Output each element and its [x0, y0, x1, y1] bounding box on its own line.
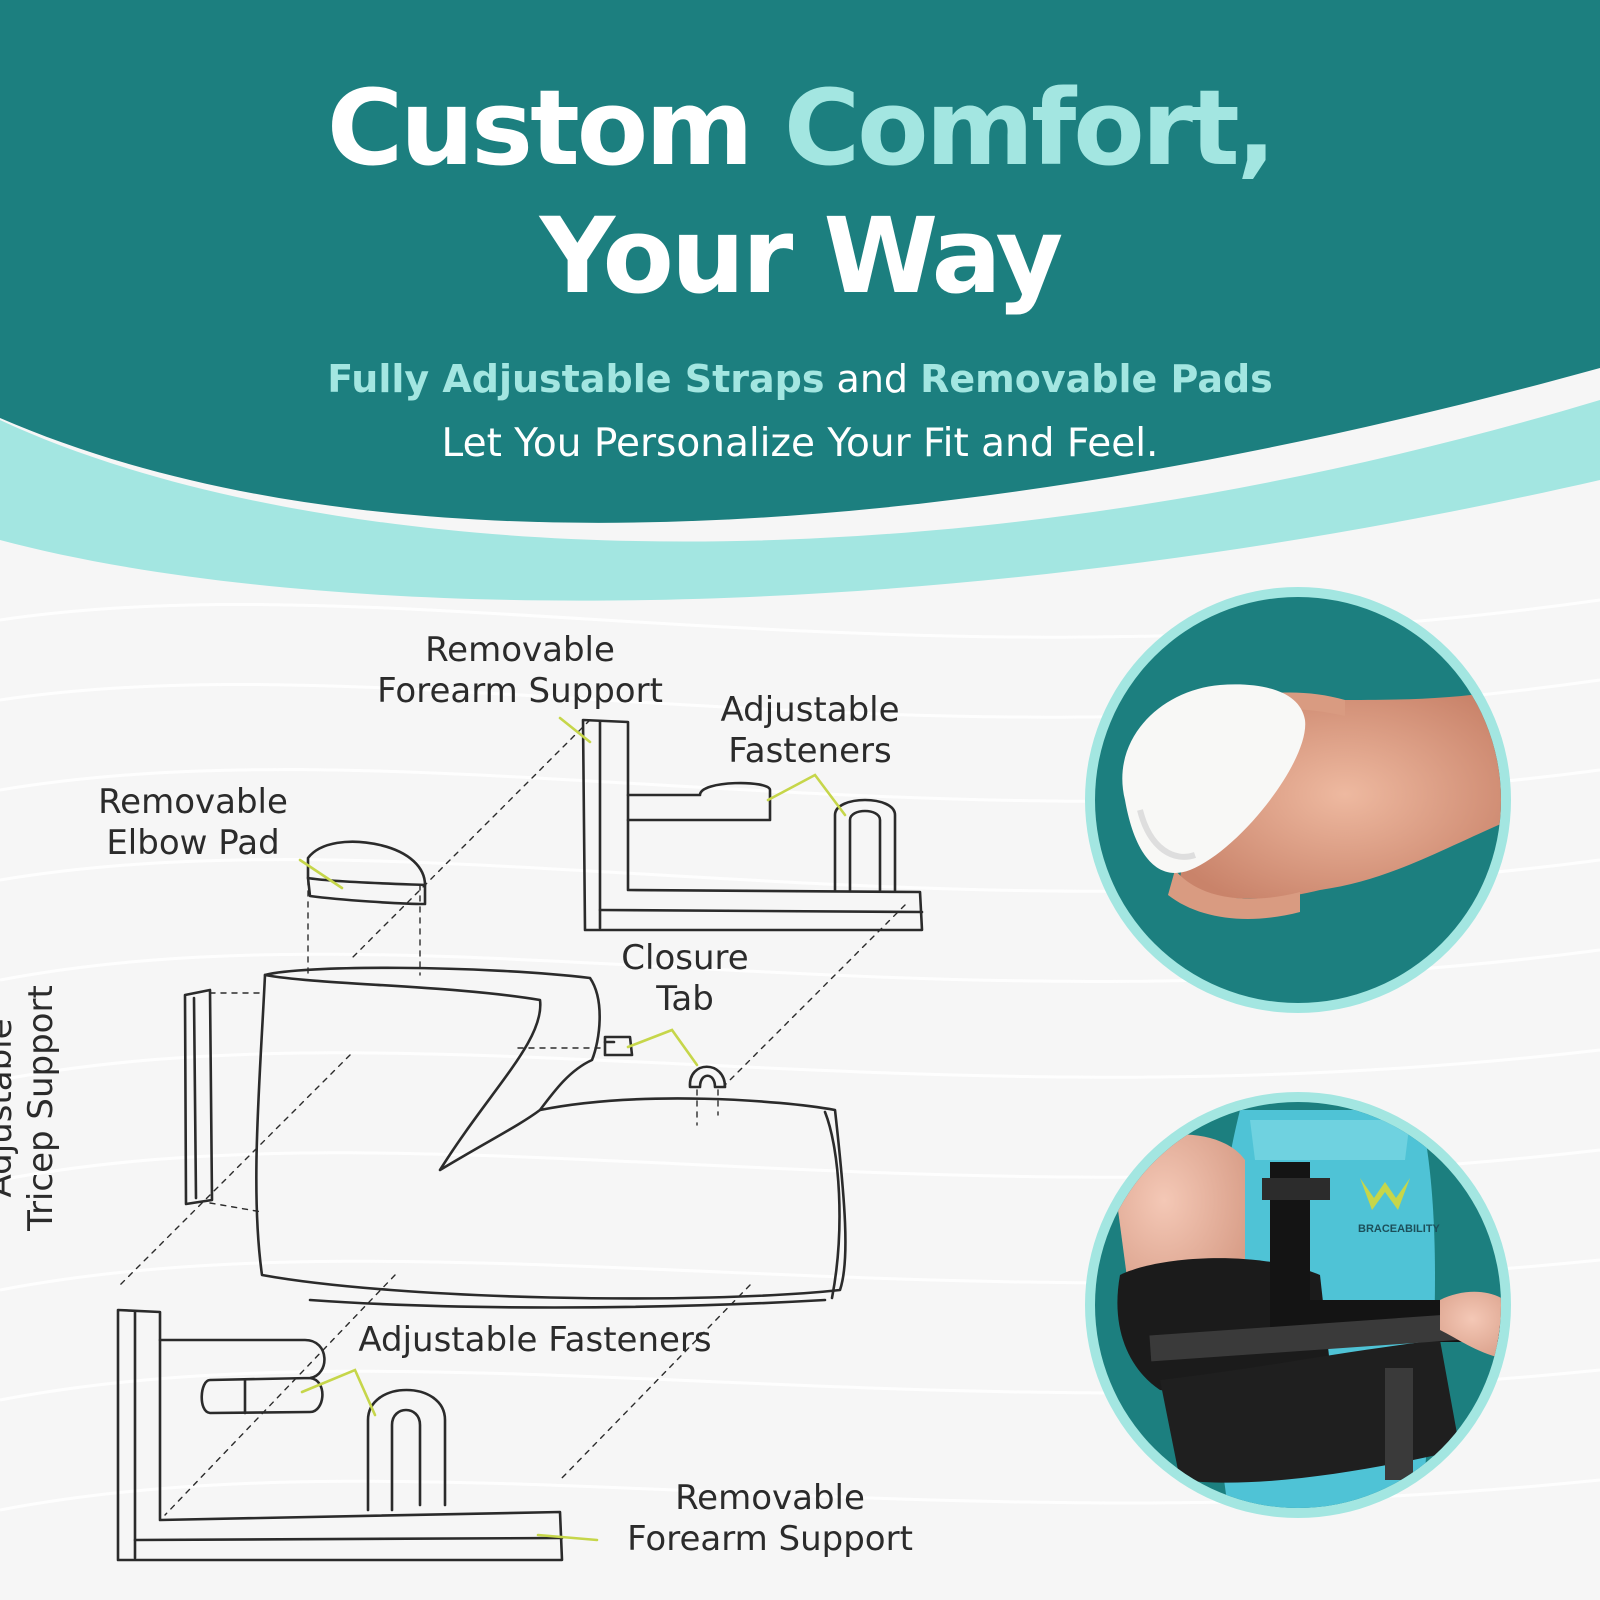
- label-removable-forearm-support-bottom: Removable Forearm Support: [605, 1478, 935, 1560]
- label-line: Tab: [656, 979, 714, 1019]
- headline-word-custom: Custom: [326, 67, 784, 189]
- label-line: Removable: [98, 782, 288, 822]
- label-line: Tricep Support: [21, 985, 61, 1231]
- subheadline-line-2: Let You Personalize Your Fit and Feel.: [441, 421, 1159, 466]
- brace-diagram: [116, 718, 924, 1562]
- headline-line-1: Custom Comfort,: [0, 76, 1600, 180]
- label-closure-tab: Closure Tab: [600, 938, 770, 1020]
- label-line: Removable: [675, 1478, 865, 1518]
- label-line: Elbow Pad: [106, 823, 280, 863]
- leader-lines: [298, 716, 847, 1542]
- brace-on-arm-photo: BRACEABILITY: [1110, 1110, 1501, 1508]
- header-light-band: [0, 400, 1600, 601]
- label-line: Fasteners: [728, 731, 892, 771]
- label-line: Forearm Support: [627, 1519, 913, 1559]
- subheadline-line-1: Fully Adjustable Straps and Removable Pa…: [0, 360, 1600, 398]
- elbow-pad-photo: [1122, 684, 1501, 919]
- label-removable-forearm-support-top: Removable Forearm Support: [360, 630, 680, 712]
- label-line: Removable: [425, 630, 615, 670]
- subheadline-highlight-pads: Removable Pads: [920, 357, 1273, 401]
- label-line: Adjustable: [720, 690, 900, 730]
- label-line: Closure: [621, 938, 749, 978]
- label-adjustable-tricep-support: Adjustable Tricep Support: [0, 948, 62, 1268]
- headline-line-2: Your Way: [539, 195, 1064, 317]
- header-teal-band: [0, 0, 1600, 523]
- label-adjustable-fasteners-top: Adjustable Fasteners: [700, 690, 920, 772]
- label-removable-elbow-pad: Removable Elbow Pad: [88, 782, 298, 864]
- subheadline-highlight-straps: Fully Adjustable Straps: [327, 357, 825, 401]
- label-adjustable-fasteners-bottom: Adjustable Fasteners: [345, 1320, 725, 1361]
- label-line: Forearm Support: [377, 671, 663, 711]
- subheadline-connector: and: [824, 357, 921, 401]
- headline-word-comfort: Comfort,: [783, 67, 1276, 189]
- label-line: Adjustable Fasteners: [358, 1320, 712, 1360]
- label-line: Adjustable: [0, 1018, 20, 1198]
- svg-text:BRACEABILITY: BRACEABILITY: [1358, 1223, 1441, 1235]
